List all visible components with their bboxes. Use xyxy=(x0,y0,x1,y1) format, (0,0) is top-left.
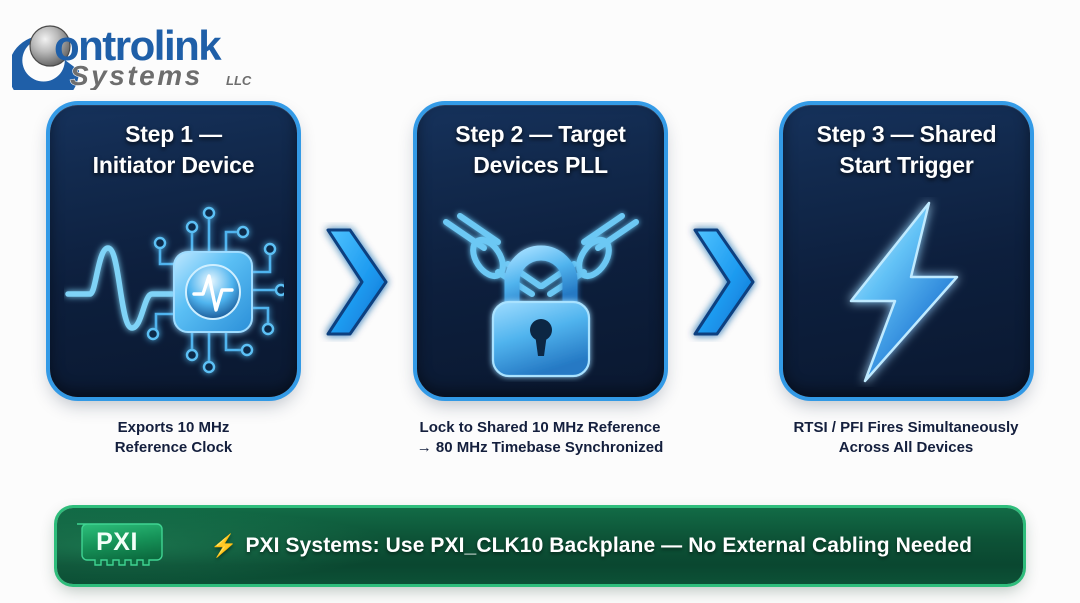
step-caption-1-line1: Exports 10 MHz xyxy=(117,419,230,436)
step-card-2-art xyxy=(417,197,664,387)
controlink-logo: ontrolink Systems LLC xyxy=(12,8,262,90)
step-card-2-title-line1: Step 2 — Target xyxy=(455,121,626,147)
step-card-3[interactable]: Step 3 — Shared Start Trigger xyxy=(783,105,1030,397)
step-caption-3: RTSI / PFI Fires Simultaneously Across A… xyxy=(745,418,1067,459)
connector-arrow-2 xyxy=(683,222,763,342)
banner-message: ⚡ PXI Systems: Use PXI_CLK10 Backplane —… xyxy=(177,508,1005,584)
step-caption-2: Lock to Shared 10 MHz Reference → 80 MHz… xyxy=(380,418,700,459)
connector-arrow-1 xyxy=(316,222,396,342)
pxi-footer-banner: PXI ⚡ PXI Systems: Use PXI_CLK10 Backpla… xyxy=(57,508,1023,584)
step-card-3-title: Step 3 — Shared Start Trigger xyxy=(793,119,1020,180)
steps-row: Step 1 — Initiator Device xyxy=(0,105,1080,397)
chevron-right-arrow xyxy=(326,228,388,336)
step-caption-1-line2: Reference Clock xyxy=(114,439,233,457)
step-card-1-title-line2: Initiator Device xyxy=(92,151,255,178)
step-caption-2-line1: Lock to Shared 10 MHz Reference xyxy=(419,419,661,436)
bolt-icon: ⚡ xyxy=(209,533,238,558)
banner-message-text: PXI Systems: Use PXI_CLK10 Backplane — N… xyxy=(245,534,973,557)
step-caption-1: Exports 10 MHz Reference Clock xyxy=(30,418,317,459)
lightning-bolt-icon xyxy=(849,201,958,383)
step-card-1-title-line1: Step 1 — xyxy=(125,121,222,147)
step-caption-3-line1: RTSI / PFI Fires Simultaneously xyxy=(793,419,1019,436)
step-card-3-art xyxy=(783,197,1030,387)
pxi-card-badge: PXI xyxy=(71,520,163,572)
chevron-right-arrow xyxy=(693,228,755,336)
svg-text:Systems: Systems xyxy=(70,60,203,90)
svg-text:LLC: LLC xyxy=(226,73,252,88)
step-card-1[interactable]: Step 1 — Initiator Device xyxy=(50,105,297,397)
svg-text:ontrolink: ontrolink xyxy=(54,22,222,69)
step-caption-2-line2: → 80 MHz Timebase Synchronized xyxy=(416,439,664,457)
step-card-3-title-line2: Start Trigger xyxy=(839,151,974,178)
step-card-1-title: Step 1 — Initiator Device xyxy=(60,119,287,180)
step-card-1-art xyxy=(50,197,297,387)
step-caption-3-line2: Across All Devices xyxy=(838,439,974,457)
pxi-badge-label: PXI xyxy=(96,528,138,556)
step-card-2-title: Step 2 — Target Devices PLL xyxy=(427,119,654,180)
step-card-2[interactable]: Step 2 — Target Devices PLL xyxy=(417,105,664,397)
step-card-2-title-line2: Devices PLL xyxy=(473,151,608,178)
padlock-chains-icon xyxy=(442,213,639,378)
step-card-3-title-line1: Step 3 — Shared xyxy=(816,121,997,147)
waveform-microchip-icon xyxy=(64,206,284,374)
pxi-badge-icon: PXI xyxy=(77,523,163,566)
controlink-sphere-logo: ontrolink Systems LLC xyxy=(12,22,252,90)
